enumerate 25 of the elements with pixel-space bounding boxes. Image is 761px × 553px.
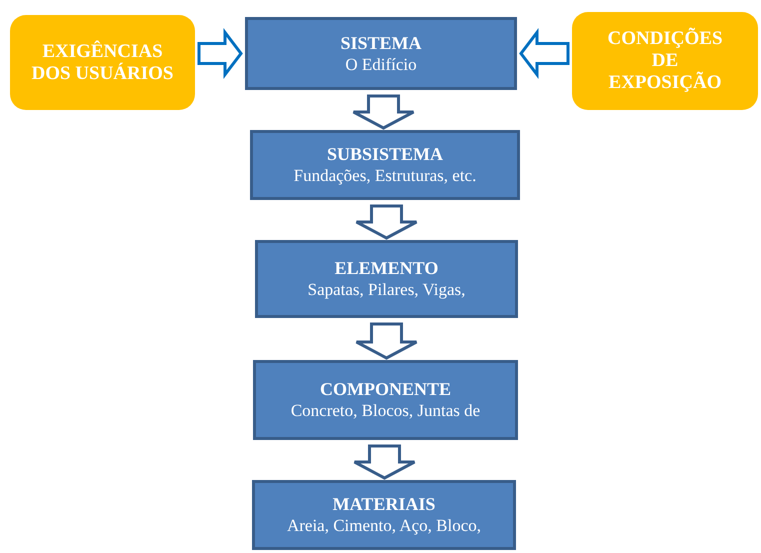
box-heading: ELEMENTO (334, 257, 438, 279)
level-box (253, 360, 518, 440)
box-description: Concreto, Blocos, Juntas de (290, 400, 480, 422)
box-heading: MATERIAIS (332, 493, 436, 515)
block-arrow (198, 28, 243, 79)
block-arrow (353, 444, 416, 480)
level-box (255, 240, 518, 318)
block-arrow (355, 204, 418, 240)
level-box (245, 17, 517, 90)
level-box (250, 130, 520, 200)
box-heading: SUBSISTEMA (326, 143, 444, 165)
box-heading: COMPONENTE (320, 378, 451, 400)
box-description: Sapatas, Pilares, Vigas, (308, 279, 466, 301)
block-arrow (519, 28, 570, 79)
box-heading: EXIGÊNCIAS DOS USUÁRIOS (30, 40, 174, 84)
box-description: O Edifício (345, 54, 417, 76)
box-description: Areia, Cimento, Aço, Bloco, (286, 515, 482, 537)
box-description: Fundações, Estruturas, etc. (294, 165, 476, 187)
box-heading: CONDIÇÕES DE EXPOSIÇÃO (606, 28, 724, 94)
input-box (572, 12, 758, 110)
block-arrow (355, 322, 418, 360)
box-heading: SISTEMA (340, 32, 422, 54)
input-box (10, 15, 195, 110)
level-box (252, 480, 516, 550)
block-arrow (352, 94, 415, 130)
